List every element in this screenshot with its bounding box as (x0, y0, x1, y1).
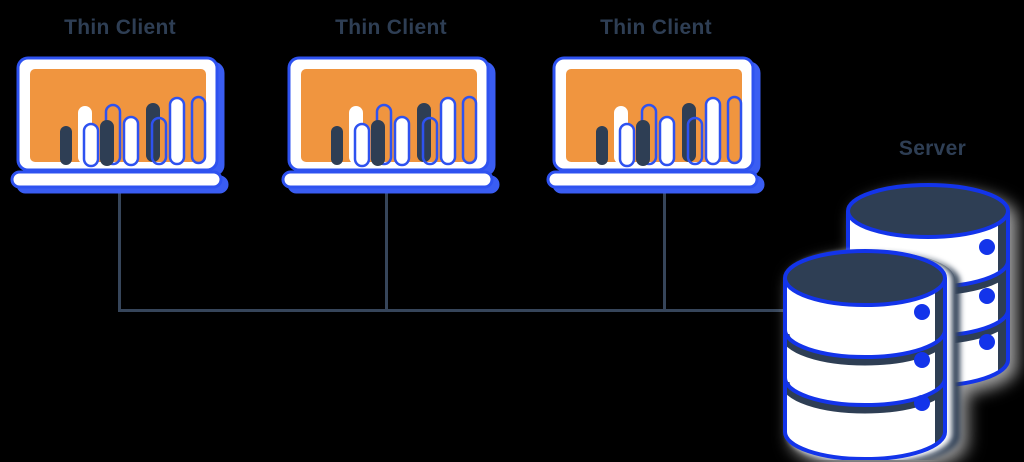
database-stack-icon (783, 183, 1010, 460)
connector-line-client-1 (118, 190, 121, 312)
laptop-bar-chart-icon (281, 56, 501, 198)
laptop-bar-chart-icon (10, 56, 230, 198)
database-dot (979, 239, 995, 255)
database-top-front (783, 249, 947, 307)
client-label-2: Thin Client (335, 16, 447, 39)
connector-line-client-3 (663, 190, 666, 312)
connector-bus-line (118, 309, 786, 312)
client-label-3: Thin Client (600, 16, 712, 39)
server-label: Server (898, 137, 967, 160)
database-dot (914, 395, 930, 411)
database-cylinder-front (783, 249, 947, 460)
laptop-bar-chart-icon (546, 56, 766, 198)
database-top-back (846, 183, 1010, 239)
database-dot (914, 304, 930, 320)
client-label-1: Thin Client (64, 16, 176, 39)
database-dot (914, 352, 930, 368)
database-dot (979, 288, 995, 304)
database-dot (979, 334, 995, 350)
connector-line-client-2 (385, 190, 388, 312)
